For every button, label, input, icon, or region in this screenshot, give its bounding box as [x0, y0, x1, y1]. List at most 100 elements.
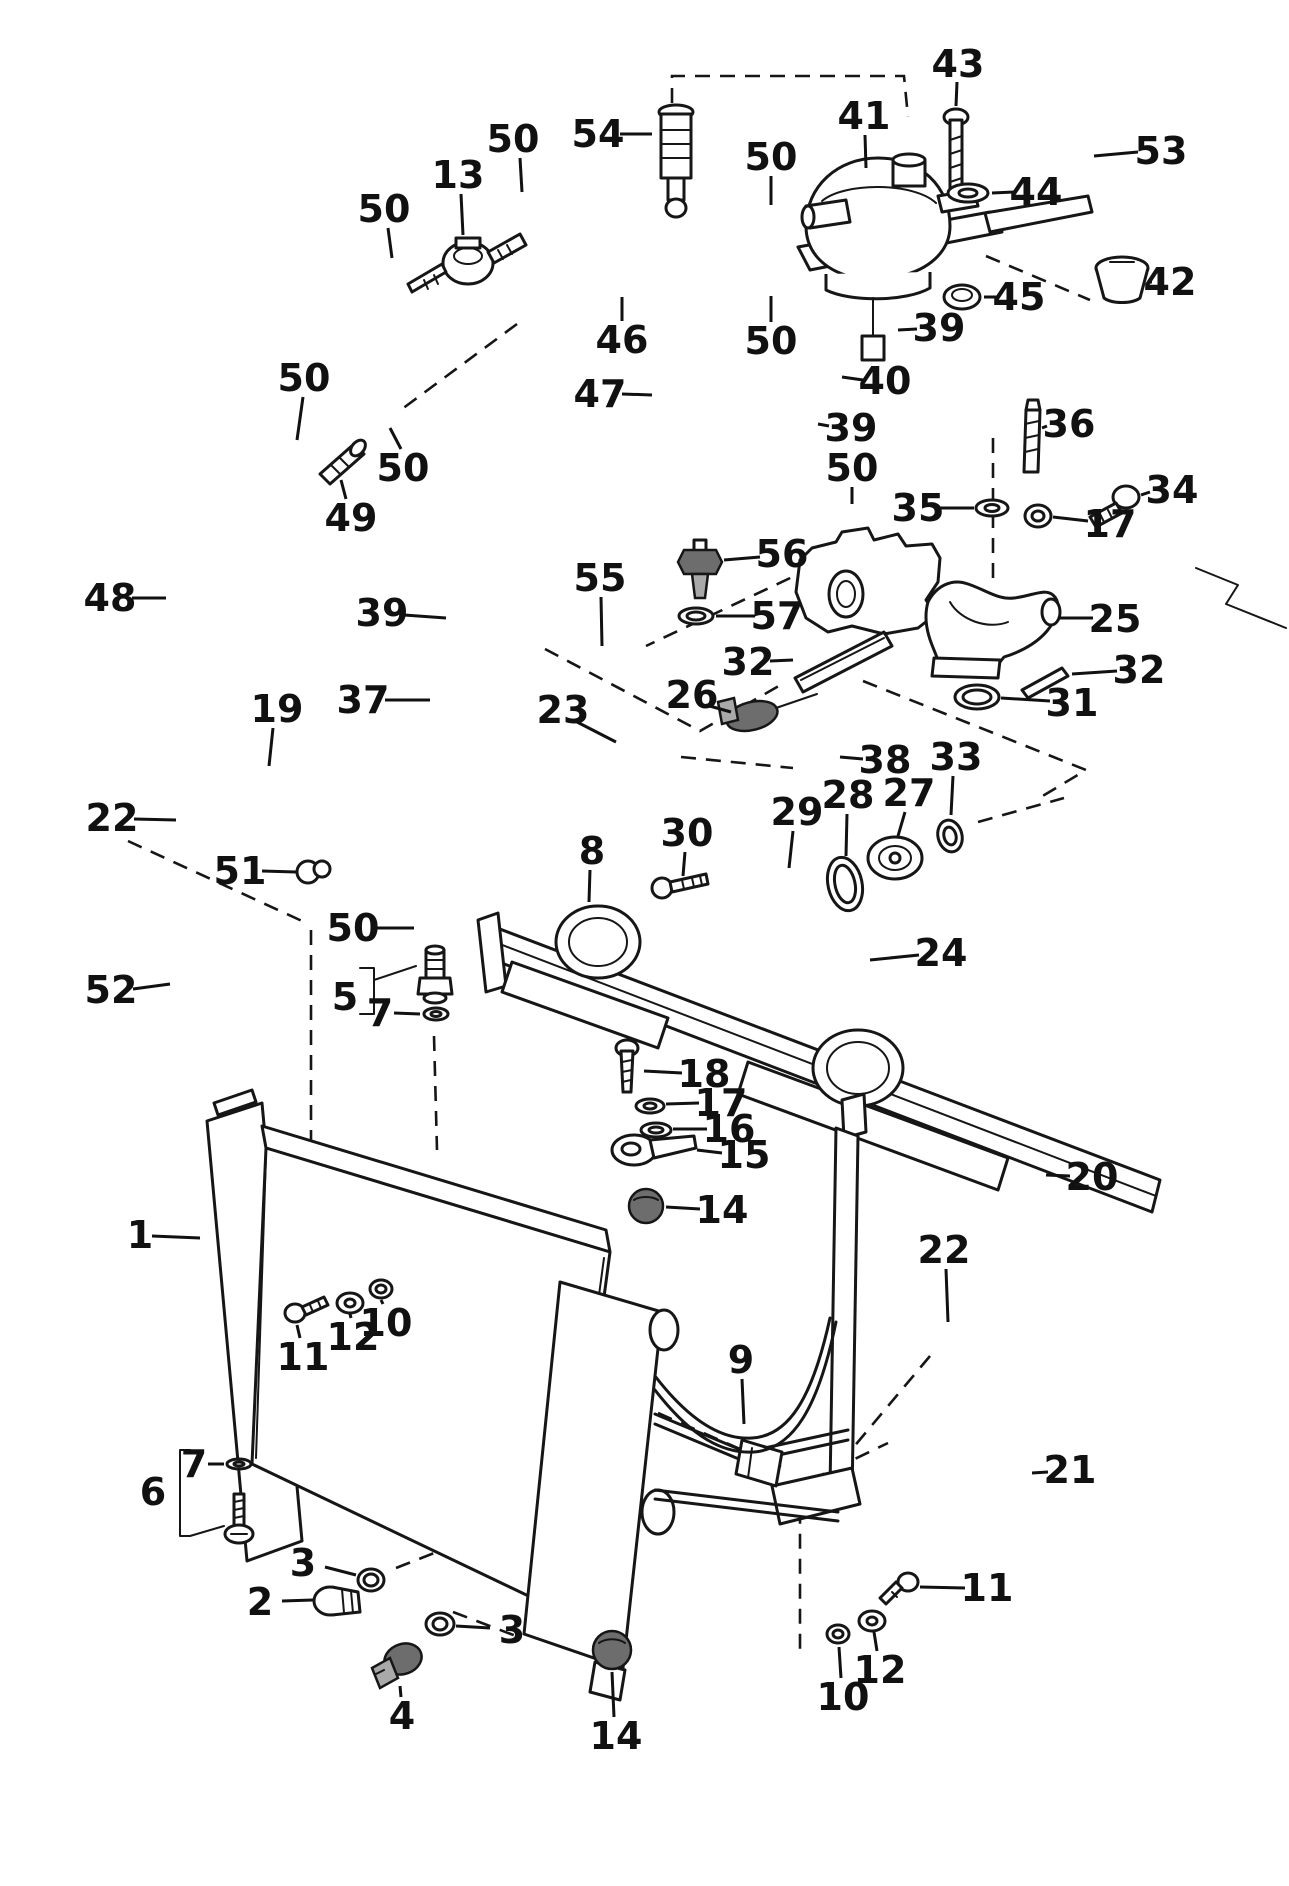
svg-text:57: 57 [751, 594, 804, 638]
svg-text:18: 18 [678, 1052, 731, 1096]
bolt-30 [650, 872, 710, 900]
o-ring-28 [825, 855, 865, 913]
washer-17-mid [634, 1097, 666, 1115]
callout-24-47: 24 [869, 931, 967, 975]
callout-11-60: 11 [277, 1324, 329, 1379]
svg-text:39: 39 [913, 306, 966, 350]
svg-text:32: 32 [1113, 648, 1166, 692]
bolt-34 [1088, 484, 1141, 529]
svg-text:31: 31 [1046, 681, 1099, 725]
callout-50-2: 50 [487, 117, 539, 193]
callout-40-13: 40 [841, 359, 912, 403]
tie-rod-15 [610, 1133, 698, 1167]
callout-1-59: 1 [127, 1213, 201, 1257]
callout-31-37: 31 [1000, 681, 1099, 725]
callout-3-67: 3 [290, 1541, 357, 1585]
svg-text:30: 30 [661, 811, 714, 855]
svg-text:37: 37 [337, 678, 390, 722]
callout-5-51: 5 [332, 975, 358, 1019]
svg-text:39: 39 [356, 591, 409, 635]
svg-text:14: 14 [590, 1714, 643, 1758]
svg-text:3: 3 [499, 1608, 525, 1652]
svg-text:12: 12 [327, 1315, 380, 1359]
callout-50-53: 50 [327, 906, 414, 950]
shroud-arch-bracket-9 [653, 1316, 838, 1454]
svg-text:53: 53 [1135, 129, 1188, 173]
o-ring-7-upper [422, 1006, 450, 1022]
shutoff-valve-13 [406, 232, 528, 294]
callout-32-35: 32 [722, 640, 794, 684]
svg-text:50: 50 [745, 135, 798, 179]
svg-text:9: 9 [728, 1338, 754, 1382]
svg-text:10: 10 [817, 1675, 870, 1719]
callout-39-11: 39 [897, 306, 966, 350]
callout-50-15: 50 [826, 446, 879, 504]
fan-switch-26 [716, 693, 818, 733]
svg-text:14: 14 [696, 1188, 749, 1232]
nut-10-right [825, 1623, 851, 1645]
callout-34-17: 34 [1140, 468, 1199, 512]
svg-text:50: 50 [826, 446, 879, 490]
svg-text:34: 34 [1146, 468, 1199, 512]
shroud-foot [770, 1466, 862, 1526]
svg-text:35: 35 [892, 486, 945, 530]
o-ring-33 [936, 818, 964, 854]
svg-text:48: 48 [84, 576, 137, 620]
washer-35 [974, 498, 1010, 518]
svg-text:32: 32 [722, 640, 775, 684]
svg-text:50: 50 [745, 319, 798, 363]
svg-text:8: 8 [579, 829, 605, 873]
svg-text:40: 40 [859, 359, 912, 403]
callout-28-42: 28 [822, 773, 874, 857]
callout-22-49: 22 [918, 1228, 970, 1323]
callout-11-72: 11 [919, 1566, 1013, 1610]
seal-3-left [356, 1567, 386, 1593]
radiator [205, 1088, 680, 1702]
callout-53-7: 53 [1093, 129, 1188, 173]
svg-text:22: 22 [86, 796, 139, 840]
svg-text:51: 51 [214, 849, 267, 893]
callout-17-19: 17 [1052, 502, 1136, 546]
duct-opening-left [554, 904, 642, 980]
tank-dome [804, 156, 952, 279]
callout-21-64: 21 [1031, 1448, 1096, 1492]
callout-8-46: 8 [579, 829, 605, 903]
bolt-18 [614, 1038, 640, 1094]
callout-49-23: 49 [325, 479, 377, 540]
callout-50-22: 50 [278, 356, 331, 441]
nut-10-left [368, 1278, 394, 1300]
fan-shroud [476, 904, 1162, 1526]
svg-text:42: 42 [1144, 260, 1197, 304]
callout-6-66: 6 [140, 1470, 166, 1514]
svg-text:17: 17 [695, 1081, 748, 1125]
svg-text:33: 33 [930, 735, 983, 779]
shroud-opening-1 [500, 960, 670, 1050]
callout-4-70: 4 [389, 1685, 415, 1738]
callout-41-6: 41 [838, 94, 890, 169]
callout-16-56: 16 [673, 1107, 755, 1151]
callout-25-34: 25 [1058, 597, 1141, 641]
callout-32-36: 32 [1071, 648, 1166, 692]
svg-text:50: 50 [278, 356, 331, 400]
clip-51 [295, 859, 332, 885]
svg-text:4: 4 [389, 1694, 415, 1738]
callout-55-31: 55 [574, 556, 627, 647]
pressure-cap-42 [1094, 255, 1150, 304]
svg-text:10: 10 [360, 1301, 413, 1345]
callout-17-55: 17 [665, 1081, 748, 1125]
tank-lower-shell [824, 272, 932, 301]
svg-text:29: 29 [771, 790, 824, 834]
callout-14-71: 14 [590, 1671, 643, 1758]
callout-12-61: 12 [327, 1313, 380, 1359]
svg-text:19: 19 [251, 687, 304, 731]
callout-44-8: 44 [991, 170, 1062, 214]
svg-text:7: 7 [367, 991, 393, 1035]
callout-12-73: 12 [854, 1631, 906, 1692]
callout-39-14: 39 [817, 406, 877, 450]
svg-text:55: 55 [574, 556, 627, 600]
callout-57-33: 57 [716, 594, 803, 638]
svg-text:54: 54 [572, 112, 625, 156]
svg-text:20: 20 [1066, 1155, 1119, 1199]
